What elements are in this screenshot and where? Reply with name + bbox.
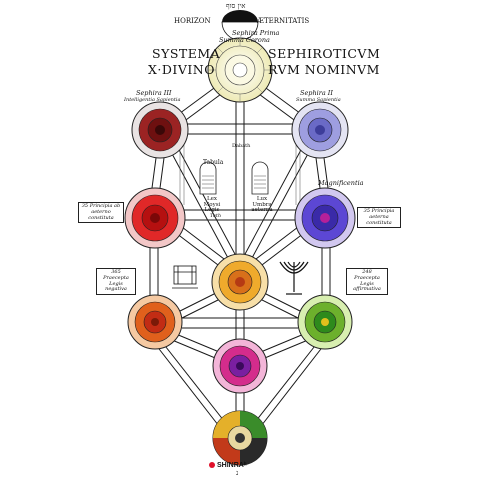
path-gevurah-tiferet <box>171 223 229 269</box>
path-hod-malkuth <box>155 341 229 431</box>
sephira-binah <box>131 101 189 159</box>
hebrew-top-label: אין סוף <box>226 2 246 10</box>
brand-dot-icon <box>209 462 215 469</box>
horizon-left-label: HORIZON <box>174 17 211 25</box>
summa-corona-label: Summa Corona <box>219 36 270 44</box>
path-chokmah-chesed <box>315 157 329 189</box>
side-box-right-lower: 248 Praecepta Legis affirmativa <box>346 268 388 295</box>
sephira-netzach <box>297 294 353 350</box>
side-box-left-lower: 365 Praecepta Legis negativa <box>96 268 136 295</box>
menorah-icon <box>279 261 309 295</box>
brand-name: SHINRA <box>217 462 244 469</box>
path-chokmah-tiferet <box>243 147 311 259</box>
lux-umbra-label: Lux Umbra aeterna <box>251 196 273 213</box>
path-netzach-malkuth <box>251 341 325 431</box>
intelligentia-label: Intelligentia Sapientia <box>124 97 181 103</box>
central-hatching <box>179 140 301 205</box>
summa-sapientia-label: Summa Sapientia <box>296 97 341 103</box>
tablets-of-law <box>199 161 269 195</box>
title-line2-right: RVM NOMINVM <box>268 62 380 77</box>
horizon-arc <box>222 10 258 22</box>
sephira-chokmah <box>291 101 349 159</box>
tree-paths <box>149 79 331 431</box>
footer-glyph: נ <box>236 469 239 477</box>
horizon-right-label: ÆTERNITATIS <box>257 17 310 25</box>
sephira-tiferet <box>211 253 269 311</box>
sephira-keter <box>207 37 273 103</box>
sephira-hod <box>127 294 183 350</box>
sephira-prima-label: Sephira Prima <box>232 29 280 37</box>
sephira-chesed <box>294 187 356 249</box>
path-yesod-malkuth <box>235 392 245 412</box>
path-binah-chokmah <box>178 123 302 135</box>
ark-icon <box>172 265 198 289</box>
path-hod-netzach <box>182 317 298 329</box>
side-box-left-upper: 35 Principia ab aeterno constituta <box>78 202 124 224</box>
brand-mark: SHINRAʰ <box>209 462 246 469</box>
path-keter-tiferet <box>235 95 245 260</box>
tabula-label: Tabula <box>203 159 224 166</box>
sephira-iii-label: Sephira III <box>136 89 172 97</box>
sephira-yesod <box>212 338 268 394</box>
sephira-gevurah <box>124 187 186 249</box>
dabath-label: Dabath <box>232 143 251 149</box>
path-binah-gevurah <box>151 157 165 189</box>
path-tiferet-yesod <box>235 306 245 340</box>
path-hod-yesod <box>171 333 225 361</box>
magnificentia-label: Magnificentia <box>318 179 364 187</box>
title-line1-right: SEPHIROTICVM <box>268 46 381 61</box>
path-gevurah-chesed <box>182 209 298 221</box>
sephira-ii-label: Sephira II <box>300 89 333 97</box>
title-line2-left: X·DIVINO <box>148 62 215 77</box>
side-box-right-upper: 35 Principia aeterna constituta <box>357 207 401 229</box>
path-binah-tiferet <box>169 147 237 259</box>
sephira-malkuth <box>212 410 268 466</box>
path-gevurah-hod <box>149 248 159 296</box>
path-chesed-tiferet <box>251 223 309 269</box>
title-line1-left: SYSTEMA <box>152 46 221 61</box>
path-chesed-netzach <box>321 248 331 296</box>
path-netzach-yesod <box>255 333 309 361</box>
brand-suffix: ʰ <box>243 462 247 469</box>
lex-mosis-label: Lex Moysi Legis <box>203 196 221 213</box>
teth-label: Teth <box>210 213 222 219</box>
